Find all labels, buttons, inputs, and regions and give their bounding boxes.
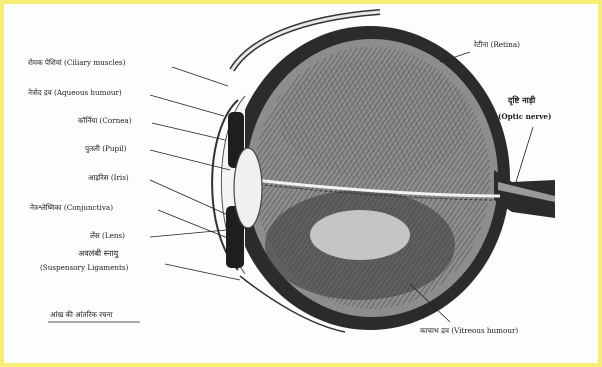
- label-suspensory-hindi: अवलंबी स्नायु: [78, 248, 119, 259]
- label-iris: आइरिस (Iris): [88, 173, 129, 182]
- label-cornea: कॉर्निया (Cornea): [78, 116, 132, 125]
- eye-diagram: रोमक पेशियां (Ciliary muscles) नेत्रोद द…: [4, 4, 598, 363]
- label-conjunctiva: नेत्रश्लेष्मिका (Conjunctiva): [30, 203, 113, 212]
- figure-caption: आंख की आंतरिक रचना: [50, 310, 113, 319]
- label-retina: रेटीना (Retina): [474, 40, 520, 49]
- lens-shape: [234, 148, 262, 228]
- label-vitreous-humour: काचाभ द्रव (Vitreous humour): [420, 326, 518, 335]
- label-lens: लेंस (Lens): [90, 231, 125, 240]
- label-pupil: पुतली (Pupil): [85, 144, 127, 153]
- label-aqueous-humour: नेत्रोद द्रव (Aqueous humour): [28, 88, 122, 97]
- label-ciliary-muscles: रोमक पेशियां (Ciliary muscles): [28, 58, 126, 67]
- vitreous-light-patch: [310, 210, 410, 260]
- upper-shade: [280, 60, 470, 180]
- eyeball: [230, 26, 510, 330]
- label-optic-nerve-hindi: दृष्टि नाड़ी: [507, 95, 536, 106]
- label-suspensory-english: (Suspensory Ligaments): [40, 263, 129, 272]
- label-optic-nerve-english: (Optic nerve): [498, 112, 551, 121]
